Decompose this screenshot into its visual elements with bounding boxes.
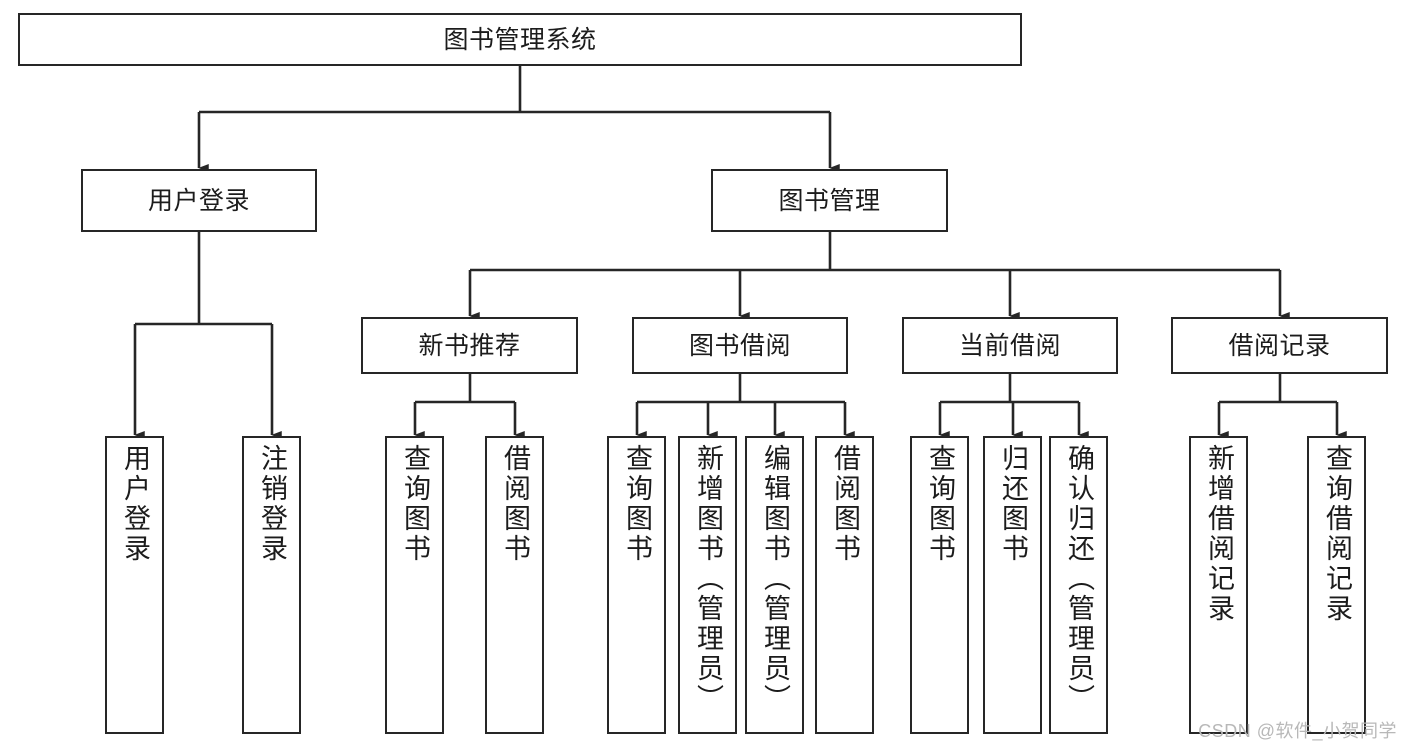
- node-new-book-rec[interactable]: 新书推荐: [361, 317, 578, 374]
- node-current-borrow[interactable]: 当前借阅: [902, 317, 1118, 374]
- node-label: 当前借阅: [958, 331, 1061, 360]
- node-leaf-edit-book[interactable]: 编辑图书（管理员）: [745, 436, 804, 734]
- node-label: 查询借阅记录: [1322, 444, 1352, 624]
- node-label: 查询图书: [925, 444, 955, 564]
- node-user-login[interactable]: 用户登录: [81, 169, 317, 232]
- node-label: 查询图书: [400, 444, 430, 564]
- node-label: 查询图书: [622, 444, 652, 564]
- node-leaf-return-book[interactable]: 归还图书: [983, 436, 1042, 734]
- node-label: 注销登录: [257, 444, 287, 564]
- node-book-borrow[interactable]: 图书借阅: [632, 317, 848, 374]
- node-label: 借阅记录: [1228, 331, 1331, 360]
- node-leaf-borrow-book-2[interactable]: 借阅图书: [815, 436, 874, 734]
- node-label: 借阅图书: [830, 444, 860, 564]
- node-leaf-borrow-book-1[interactable]: 借阅图书: [485, 436, 544, 734]
- node-label: 用户登录: [120, 444, 150, 564]
- node-label: 确认归还（管理员）: [1064, 444, 1094, 714]
- node-root[interactable]: 图书管理系统: [18, 13, 1022, 66]
- node-leaf-query-book-3[interactable]: 查询图书: [910, 436, 969, 734]
- node-label: 编辑图书（管理员）: [760, 444, 790, 714]
- node-label: 图书借阅: [688, 331, 791, 360]
- watermark-text: CSDN @软件_小贺同学: [1198, 721, 1397, 741]
- node-label: 新书推荐: [418, 331, 521, 360]
- node-leaf-add-book[interactable]: 新增图书（管理员）: [678, 436, 737, 734]
- node-leaf-query-record[interactable]: 查询借阅记录: [1307, 436, 1366, 734]
- node-leaf-user-logout[interactable]: 注销登录: [242, 436, 301, 734]
- node-borrow-record[interactable]: 借阅记录: [1171, 317, 1388, 374]
- node-label: 借阅图书: [500, 444, 530, 564]
- node-leaf-confirm-return[interactable]: 确认归还（管理员）: [1049, 436, 1108, 734]
- node-label: 图书管理: [778, 186, 881, 215]
- node-book-manage[interactable]: 图书管理: [711, 169, 948, 232]
- node-leaf-query-book-1[interactable]: 查询图书: [385, 436, 444, 734]
- node-leaf-add-record[interactable]: 新增借阅记录: [1189, 436, 1248, 734]
- node-label: 新增借阅记录: [1204, 444, 1234, 624]
- node-label: 图书管理系统: [443, 25, 597, 54]
- node-label: 用户登录: [147, 186, 250, 215]
- node-label: 归还图书: [998, 444, 1028, 564]
- node-leaf-user-login[interactable]: 用户登录: [105, 436, 164, 734]
- node-label: 新增图书（管理员）: [693, 444, 723, 714]
- node-leaf-query-book-2[interactable]: 查询图书: [607, 436, 666, 734]
